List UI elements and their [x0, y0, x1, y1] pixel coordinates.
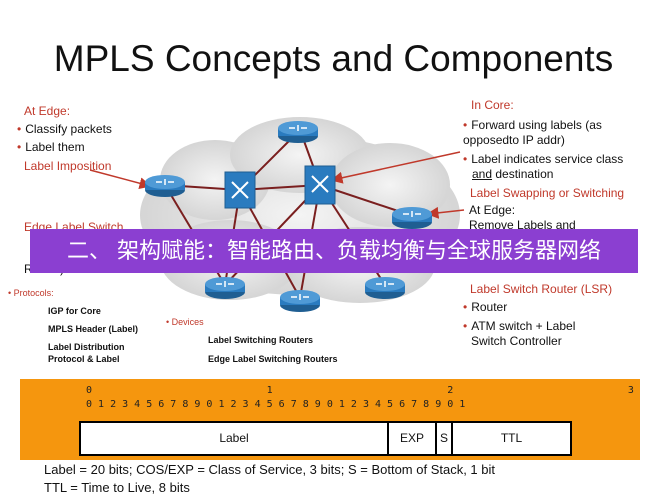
- at-edge-item-2: Label them: [17, 140, 84, 155]
- protocol-label: Protocol & Label: [48, 354, 120, 364]
- lsr-item-router: Router: [463, 300, 507, 315]
- core-switch-icon: [224, 171, 256, 209]
- field-s: S: [437, 423, 453, 454]
- lsr-item-atm: ATM switch + Label: [463, 319, 575, 334]
- devices-heading: • Devices: [166, 317, 204, 327]
- field-exp: EXP: [389, 423, 437, 454]
- core-switch-icon: [304, 165, 336, 205]
- lsr-heading: Label Switch Router (LSR): [470, 282, 613, 296]
- bit-decade-row: 0 1 2 3: [86, 385, 634, 396]
- protocols-heading: • Protocols:: [8, 288, 54, 298]
- callout-arrows: [89, 151, 465, 219]
- overlay-banner: 二、 架构赋能：智能路由、负载均衡与全球服务器网络: [30, 229, 638, 273]
- field-label: Label: [81, 423, 389, 454]
- protocol-igp: IGP for Core: [48, 306, 101, 316]
- protocol-mpls-header: MPLS Header (Label): [48, 324, 139, 334]
- bit-index-row: 0 1 2 3 4 5 6 7 8 9 0 1 2 3 4 5 6 7 8 9 …: [86, 399, 466, 410]
- edge-router-icon: [205, 277, 245, 299]
- edge-router-icon: [278, 121, 318, 143]
- field-ttl: TTL: [500, 431, 523, 445]
- protocol-label-distribution: Label Distribution: [48, 342, 125, 352]
- caption-line-1: Label = 20 bits; COS/EXP = Class of Serv…: [44, 462, 496, 477]
- header-caption: Label = 20 bits; COS/EXP = Class of Serv…: [44, 461, 495, 497]
- at-edge-heading: At Edge:: [24, 104, 71, 118]
- label-imposition-label: Label Imposition: [24, 159, 112, 173]
- edge-router-icon: [365, 277, 405, 299]
- lsr-item-controller: Switch Controller: [471, 334, 562, 348]
- caption-line-2: TTL = Time to Live, 8 bits: [44, 480, 190, 495]
- edge-router-icon: [145, 175, 185, 197]
- device-edge-lsr: Edge Label Switching Routers: [208, 354, 338, 364]
- page-title: MPLS Concepts and Components: [53, 38, 614, 79]
- label-swapping-label: Label Swapping or Switching: [470, 186, 625, 200]
- in-core-heading: In Core:: [471, 98, 514, 112]
- edge-router-icon: [280, 290, 320, 312]
- device-lsr: Label Switching Routers: [208, 335, 314, 345]
- in-core-item-1: Forward using labels (as opposedto IP ad…: [463, 118, 653, 148]
- remove-labels-text: Remove Labels and: [469, 218, 576, 232]
- edge-router-icon: [392, 207, 432, 229]
- at-edge-right-heading: At Edge:: [469, 203, 516, 217]
- at-edge-item-1: Classify packets: [17, 122, 112, 137]
- mpls-header-fields: Label EXP S TTL: [79, 421, 572, 456]
